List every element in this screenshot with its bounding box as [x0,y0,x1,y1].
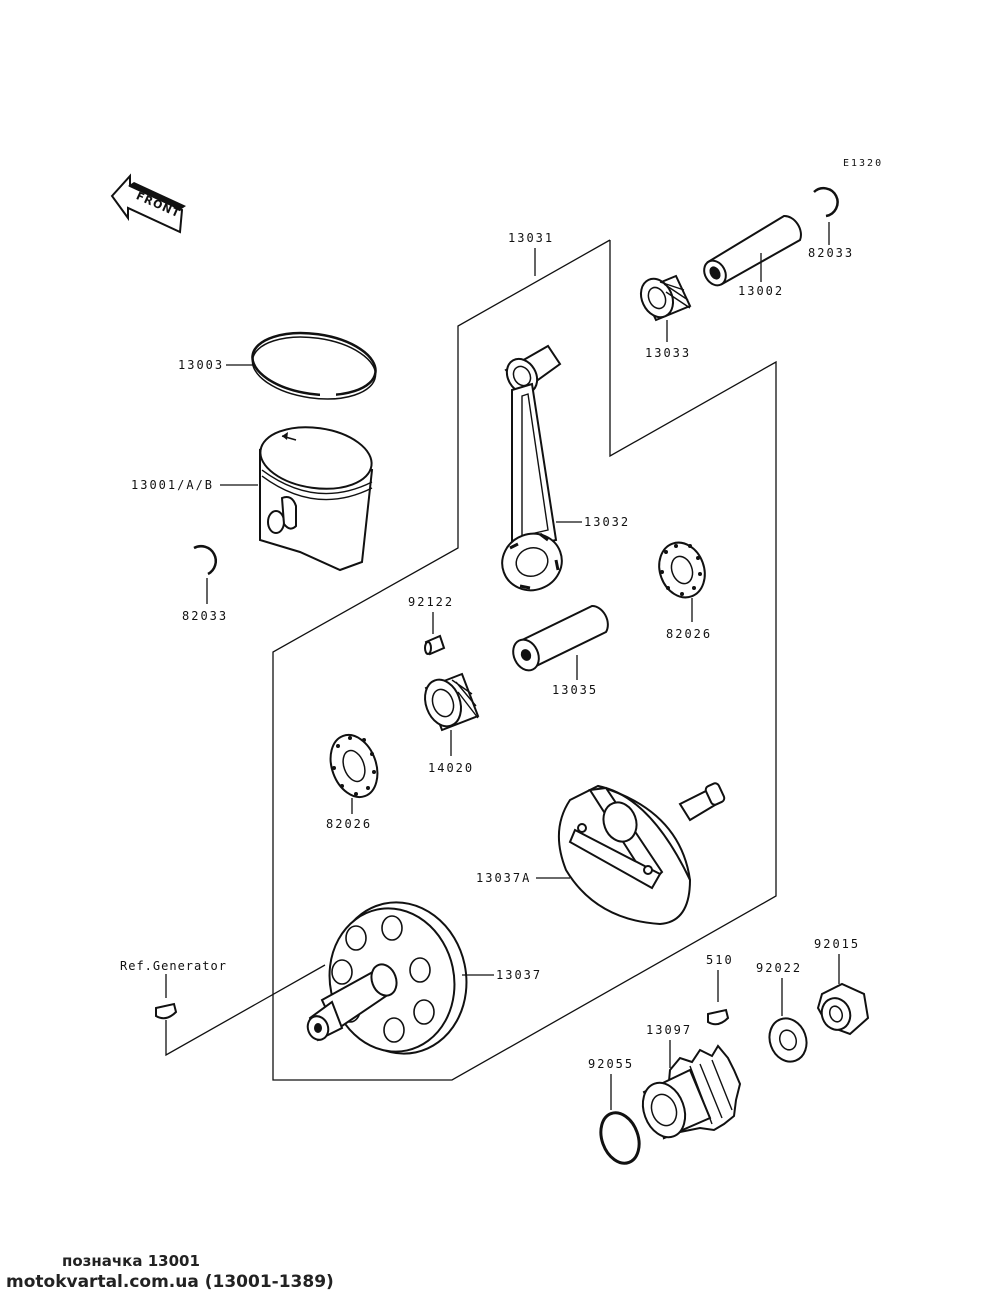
label-92055: 92055 [588,1057,634,1071]
washer [768,1017,808,1063]
needle-bearing-small [639,274,692,322]
label-13035: 13035 [552,683,598,697]
label-13037A: 13037A [476,871,531,885]
connecting-rod [501,344,563,592]
label-92122: 92122 [408,595,454,609]
label-92022: 92022 [756,961,802,975]
label-13097: 13097 [646,1023,692,1037]
footer-caption: позначка 13001 [62,1252,200,1270]
diagram-code: E1320 [843,158,883,169]
assembly-bracket [165,239,777,1081]
label-13002: 13002 [738,284,784,298]
label-13037: 13037 [496,968,542,982]
piston-pin [703,215,802,287]
label-13001: 13001/A/B [131,478,214,492]
woodruff-key-right [707,1008,730,1026]
label-82033-top: 82033 [808,246,854,260]
needle-bearing-large [424,672,480,732]
nut [816,982,870,1036]
thrust-washer-left [329,734,379,798]
label-510: 510 [706,953,734,967]
primary-gear [641,1044,742,1140]
footer-source: motokvartal.com.ua (13001-1389) [6,1272,334,1292]
label-14020: 14020 [428,761,474,775]
label-82033-left: 82033 [182,609,228,623]
crankshaft-right-half [557,782,726,926]
crankshaft-left-half [306,901,468,1055]
circlip-left [193,545,218,576]
o-ring [599,1111,641,1165]
front-arrow-icon: FRONT [110,173,186,234]
woodruff-key-left [155,1002,178,1020]
piston-ring [251,331,377,400]
label-13003: 13003 [178,358,224,372]
label-92015: 92015 [814,937,860,951]
label-ref-generator: Ref.Generator [120,959,227,973]
crank-pin [512,604,609,672]
label-13032: 13032 [584,515,630,529]
label-13033: 13033 [645,346,691,360]
label-82026-right: 82026 [666,627,712,641]
thrust-washer-right [658,541,706,599]
circlip-top [813,187,839,218]
dowel-pin [424,634,446,656]
label-13031: 13031 [508,231,554,245]
label-82026-left: 82026 [326,817,372,831]
piston [259,426,374,572]
